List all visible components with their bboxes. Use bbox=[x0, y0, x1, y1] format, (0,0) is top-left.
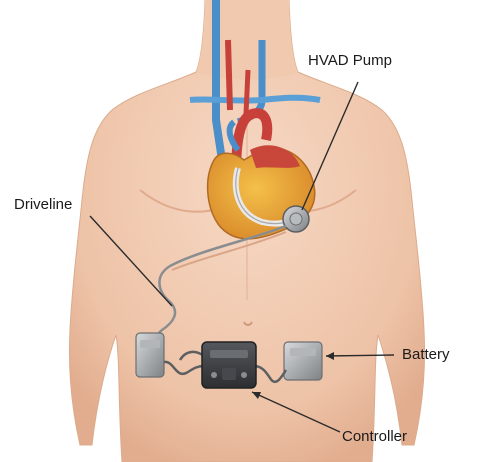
battery-left bbox=[136, 333, 164, 377]
label-controller: Controller bbox=[342, 428, 407, 445]
battery-right bbox=[284, 342, 322, 380]
neck-shade bbox=[196, 0, 298, 80]
label-hvad-pump: HVAD Pump bbox=[308, 52, 392, 69]
controller-unit bbox=[202, 342, 256, 388]
aorta-branch bbox=[246, 70, 248, 114]
subclavian-vein bbox=[190, 98, 320, 101]
carotid-artery bbox=[228, 40, 230, 110]
label-driveline: Driveline bbox=[14, 196, 72, 213]
hvad-pump-core bbox=[290, 213, 302, 225]
label-battery: Battery bbox=[402, 346, 450, 363]
leader-battery bbox=[326, 355, 394, 356]
